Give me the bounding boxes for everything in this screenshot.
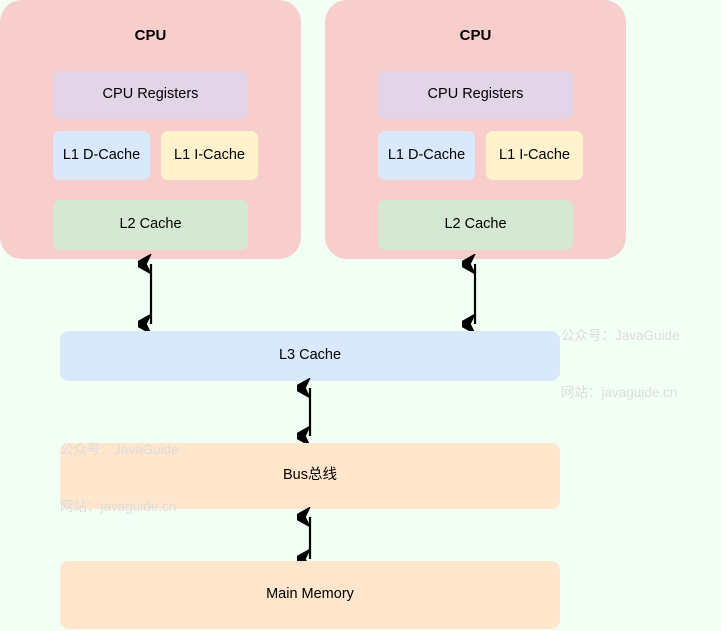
arrow-l3-to-bus: [297, 378, 312, 446]
cpu-1-l1-i-cache[interactable]: L1 I-Cache: [161, 131, 258, 180]
cpu-2-l2-cache[interactable]: L2 Cache: [378, 200, 573, 250]
cpu-2-l1-d-cache-label: L1 D-Cache: [387, 146, 466, 163]
bus[interactable]: Bus总线: [60, 443, 560, 509]
watermark-mid-left-line2: 网站：javaguide.cn: [60, 499, 177, 514]
cpu-1-l1-d-cache-label: L1 D-Cache: [62, 146, 141, 163]
cpu-2-registers[interactable]: CPU Registers: [378, 71, 573, 119]
main-memory-label: Main Memory: [266, 586, 354, 603]
cpu-1-registers[interactable]: CPU Registers: [53, 71, 248, 119]
cpu-block-2-title: CPU: [459, 26, 492, 44]
cpu-1-l1-d-cache[interactable]: L1 D-Cache: [53, 131, 150, 180]
arrow-bus-to-memory: [297, 507, 312, 569]
cpu-2-l2-cache-label: L2 Cache: [444, 216, 507, 233]
l3-cache-label: L3 Cache: [278, 347, 342, 364]
l3-cache[interactable]: L3 Cache: [60, 331, 560, 381]
main-memory[interactable]: Main Memory: [60, 561, 560, 629]
cpu-2-l1-i-cache-label: L1 I-Cache: [499, 146, 570, 163]
cpu-2-registers-label: CPU Registers: [427, 86, 524, 103]
cpu-2-l1-i-cache[interactable]: L1 I-Cache: [486, 131, 583, 180]
cpu-2-l1-d-cache[interactable]: L1 D-Cache: [378, 131, 475, 180]
arrow-cpu2-to-l3: [462, 254, 477, 334]
watermark-top-right: 公众号：JavaGuide 网站：javaguide.cn: [561, 288, 680, 440]
bus-label: Bus总线: [283, 467, 337, 484]
watermark-top-right-line2: 网站：javaguide.cn: [561, 385, 678, 400]
watermark-mid-left: 公众号：JavaGuide 网站：javaguide.cn: [60, 402, 179, 554]
cpu-1-l1-i-cache-label: L1 I-Cache: [174, 146, 245, 163]
cpu-1-l2-cache[interactable]: L2 Cache: [53, 200, 248, 250]
watermark-mid-left-line1: 公众号：JavaGuide: [60, 442, 179, 457]
cpu-1-l2-cache-label: L2 Cache: [119, 216, 182, 233]
cpu-1-registers-label: CPU Registers: [102, 86, 199, 103]
arrow-cpu1-to-l3: [138, 254, 153, 334]
cpu-block-1-title: CPU: [134, 26, 167, 44]
watermark-top-right-line1: 公众号：JavaGuide: [561, 328, 680, 343]
